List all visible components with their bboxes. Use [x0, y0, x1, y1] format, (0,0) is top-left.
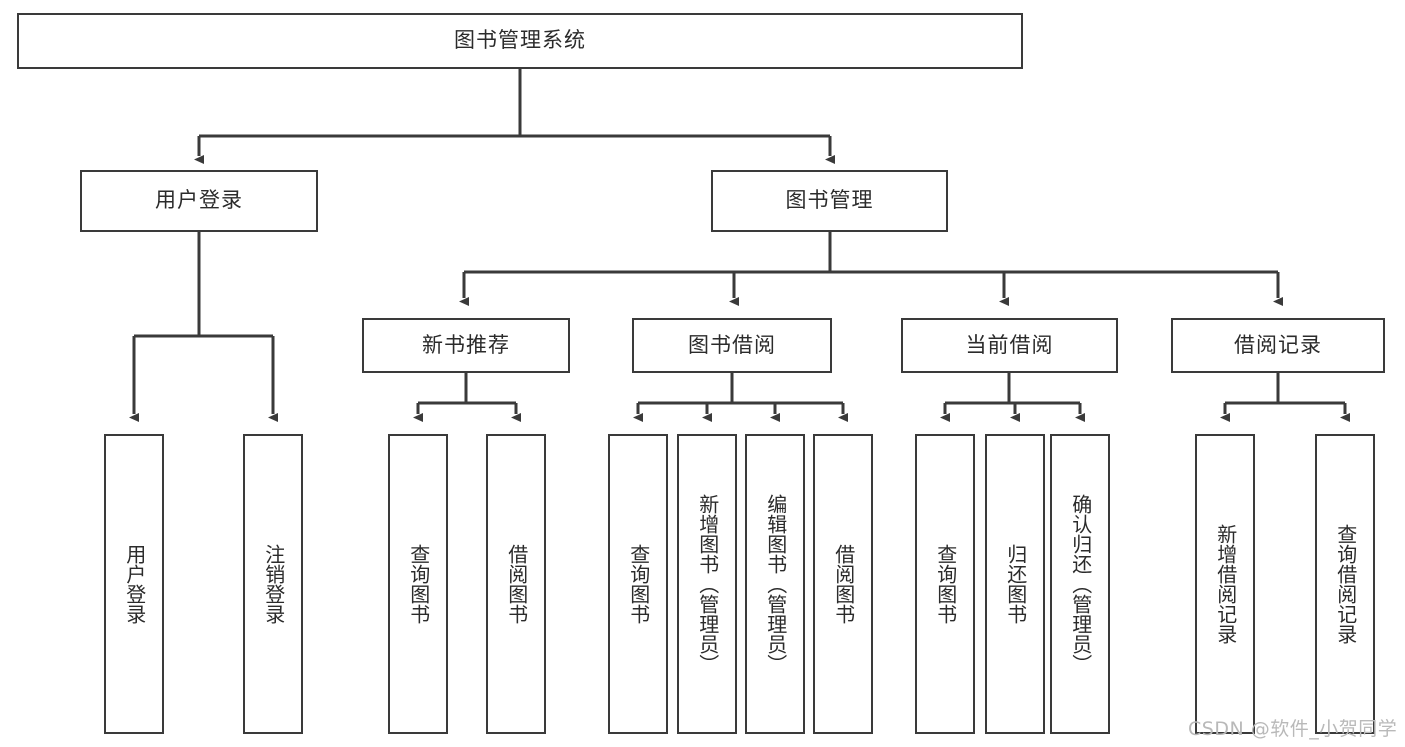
node-leaf-borrow-book[interactable]: 借阅图书 [813, 434, 873, 734]
node-leaf-borrow-book-recommend-label: 借阅图书 [504, 544, 529, 624]
csdn-watermark: CSDN @软件_小贺同学 [1188, 718, 1398, 740]
node-leaf-query-book-recommend[interactable]: 查询图书 [388, 434, 448, 734]
node-leaf-user-logout-label: 注销登录 [261, 544, 286, 624]
node-leaf-edit-book-admin[interactable]: 编辑图书（管理员） [745, 434, 805, 734]
node-leaf-query-borrow-record-label: 查询借阅记录 [1333, 524, 1358, 644]
node-current-borrow-label: 当前借阅 [965, 332, 1054, 357]
node-leaf-confirm-return-admin-label: 确认归还（管理员） [1068, 494, 1093, 674]
node-borrow-record[interactable]: 借阅记录 [1171, 318, 1385, 373]
node-book-borrow-label: 图书借阅 [688, 332, 776, 357]
node-leaf-confirm-return-admin[interactable]: 确认归还（管理员） [1050, 434, 1110, 734]
node-user-login-label: 用户登录 [155, 188, 243, 213]
node-leaf-add-borrow-record[interactable]: 新增借阅记录 [1195, 434, 1255, 734]
node-leaf-query-borrow-record[interactable]: 查询借阅记录 [1315, 434, 1375, 734]
node-book-manage[interactable]: 图书管理 [711, 170, 948, 232]
node-leaf-query-book-borrow[interactable]: 查询图书 [608, 434, 668, 734]
node-leaf-user-login[interactable]: 用户登录 [104, 434, 164, 734]
node-user-login[interactable]: 用户登录 [80, 170, 318, 232]
node-borrow-record-label: 借阅记录 [1234, 332, 1322, 357]
node-new-book-recommendation[interactable]: 新书推荐 [362, 318, 570, 373]
node-leaf-user-logout[interactable]: 注销登录 [243, 434, 303, 734]
node-leaf-query-book-borrow-label: 查询图书 [626, 544, 651, 624]
node-leaf-return-book[interactable]: 归还图书 [985, 434, 1045, 734]
node-new-book-recommendation-label: 新书推荐 [422, 332, 510, 357]
node-leaf-query-book-recommend-label: 查询图书 [406, 544, 431, 624]
node-root-label: 图书管理系统 [454, 28, 586, 53]
node-leaf-query-book-current-label: 查询图书 [933, 544, 958, 624]
node-book-borrow[interactable]: 图书借阅 [632, 318, 832, 373]
node-root-system[interactable]: 图书管理系统 [17, 13, 1023, 69]
node-leaf-return-book-label: 归还图书 [1003, 544, 1028, 624]
node-leaf-borrow-book-label: 借阅图书 [831, 544, 856, 624]
node-leaf-add-book-admin[interactable]: 新增图书（管理员） [677, 434, 737, 734]
node-leaf-user-login-label: 用户登录 [122, 544, 147, 624]
node-book-manage-label: 图书管理 [785, 188, 874, 213]
node-leaf-add-borrow-record-label: 新增借阅记录 [1213, 524, 1238, 644]
node-leaf-borrow-book-recommend[interactable]: 借阅图书 [486, 434, 546, 734]
node-leaf-edit-book-admin-label: 编辑图书（管理员） [763, 494, 788, 674]
node-current-borrow[interactable]: 当前借阅 [901, 318, 1118, 373]
node-leaf-query-book-current[interactable]: 查询图书 [915, 434, 975, 734]
node-leaf-add-book-admin-label: 新增图书（管理员） [695, 494, 720, 674]
